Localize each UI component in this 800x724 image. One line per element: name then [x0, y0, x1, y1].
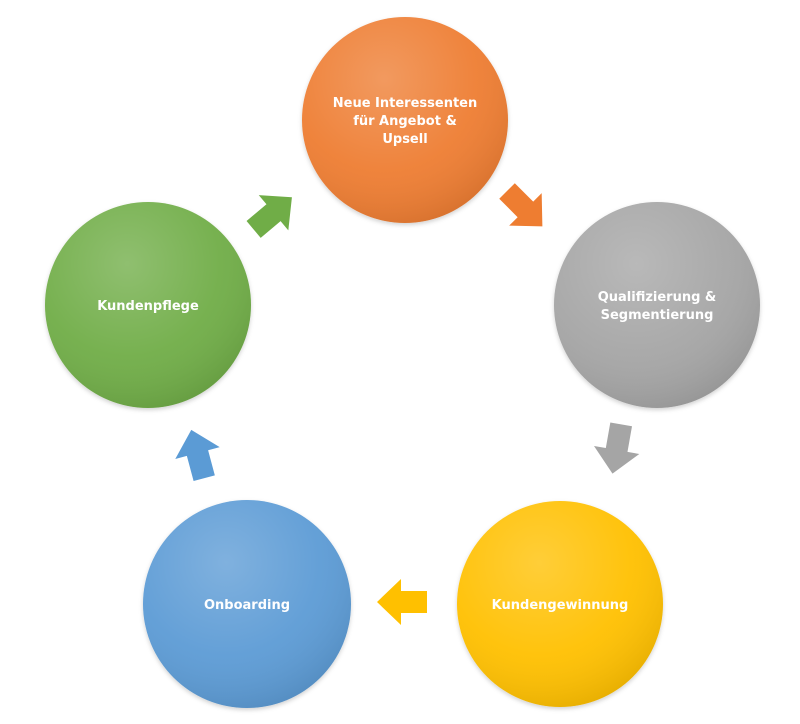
node-neue-interessenten: Neue Interessenten für Angebot & Upsell — [302, 17, 508, 223]
node-label: Neue Interessenten — [333, 96, 477, 111]
node-label: für Angebot & — [353, 114, 457, 129]
arrow-neue-interessenten-to-qualifizierung — [499, 183, 543, 227]
arrow-qualifizierung-to-kundengewinnung — [594, 422, 640, 474]
arrow-onboarding-to-kundenpflege — [175, 429, 220, 482]
node-onboarding: Onboarding — [143, 500, 351, 708]
node-kundenpflege: Kundenpflege — [45, 202, 251, 408]
node-shine — [457, 501, 663, 707]
arrow-kundengewinnung-to-onboarding — [377, 579, 427, 625]
node-shine — [45, 202, 251, 408]
node-shine — [302, 17, 508, 223]
node-label: Kundenpflege — [97, 299, 199, 314]
node-label: Qualifizierung & — [598, 290, 717, 305]
node-label: Onboarding — [204, 598, 290, 613]
node-shine — [554, 202, 760, 408]
node-kundengewinnung: Kundengewinnung — [457, 501, 663, 707]
node-qualifizierung: Qualifizierung & Segmentierung — [554, 202, 760, 408]
node-label: Kundengewinnung — [492, 598, 629, 613]
node-label: Upsell — [382, 132, 427, 147]
arrow-kundenpflege-to-neue-interessenten — [246, 195, 292, 238]
node-label: Segmentierung — [601, 308, 714, 323]
node-shine — [143, 500, 351, 708]
